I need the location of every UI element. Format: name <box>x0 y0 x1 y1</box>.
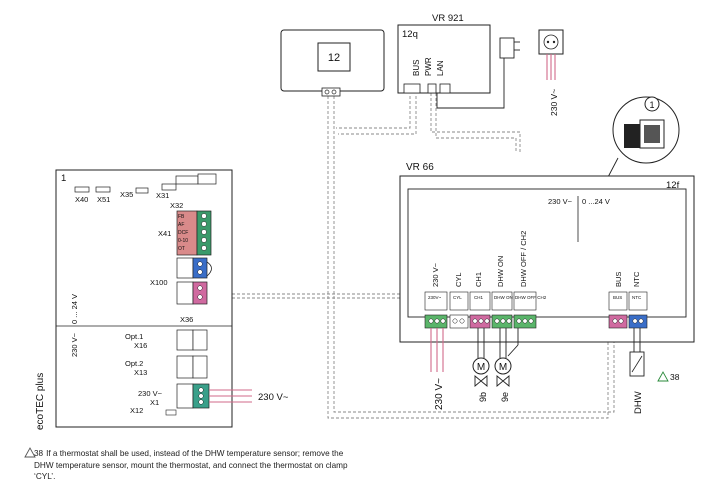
vr921-port-lan: LAN <box>436 60 445 76</box>
valve-9b-label: 9b <box>478 392 488 402</box>
vr66-small-dhw-off: DHW OFF CH2 <box>515 295 547 300</box>
conn-x40: X40 <box>75 195 88 204</box>
vr66-title: VR 66 <box>406 162 434 173</box>
footnote-number: 38 <box>34 449 44 458</box>
conn-x1: X1 <box>150 398 159 407</box>
motor-9e: M <box>499 362 507 373</box>
callout-number: 1 <box>649 100 654 110</box>
vr66-term-dhw-off: DHW OFF / CH2 <box>519 231 528 287</box>
x41-pin-010: 0-10 <box>178 238 188 244</box>
boiler-label-230v: 230 V~ <box>70 332 79 357</box>
vr66-small-ntc: NTC <box>632 295 642 300</box>
footnote-text: If a thermostat shall be used, instead o… <box>34 449 348 481</box>
vr66-code: 12f <box>666 180 680 191</box>
conn-x51: X51 <box>97 195 110 204</box>
x41-pin-ot: OT <box>178 246 185 252</box>
x41-pin-af: AF <box>178 222 184 228</box>
thermostat-unit: 12 <box>280 29 385 97</box>
x41-pin-fb: FB <box>178 214 185 220</box>
boiler-label-024v: 0 ... 24 V <box>70 294 79 324</box>
vr66-small-cyl: CYL <box>453 295 462 300</box>
ecotec-boiler: 1 ecoTEC plus X40 X51 X35 X31 X32 FB AF … <box>35 169 252 430</box>
conn-x41: X41 <box>158 229 171 238</box>
conn-x16: X16 <box>134 341 147 350</box>
vr66-small-bus: BUS <box>613 295 622 300</box>
vr66-small-230v: 230V~ <box>428 295 442 300</box>
conn-x36: X36 <box>180 315 193 324</box>
conn-x31: X31 <box>156 191 169 200</box>
vr66-term-bus: BUS <box>614 272 623 287</box>
opt2-label: Opt.2 <box>125 359 143 368</box>
bus-wires <box>212 93 615 419</box>
socket-voltage: 230 V~ <box>549 89 559 116</box>
valve-9e-label: 9e <box>500 392 510 402</box>
footnote-warning-icon <box>24 447 36 458</box>
dhw-sensor: DHW <box>629 328 645 414</box>
vr66-section-230v: 230 V~ <box>548 197 573 206</box>
conn-x100: X100 <box>150 278 168 287</box>
vr921-code: 12q <box>402 29 418 40</box>
vr921-port-bus: BUS <box>412 60 421 76</box>
boiler-supply-label: 230 V~ <box>138 389 163 398</box>
x41-pin-dcf: DCF <box>178 230 188 236</box>
vr921-gateway: VR 921 12q BUS PWR LAN <box>397 13 491 94</box>
vr921-title: VR 921 <box>432 13 464 24</box>
vr66-supply-voltage: 230 V~ <box>434 378 445 410</box>
thermostat-label: 12 <box>328 52 340 64</box>
valve-9b: M 9b <box>472 328 490 402</box>
vr66-small-ch1: CH1 <box>474 295 483 300</box>
boiler-number: 1 <box>61 173 66 184</box>
power-adapter <box>436 37 520 109</box>
conn-x12: X12 <box>130 406 143 415</box>
vr66-small-dhw-on: DHW ON <box>494 295 513 300</box>
vr66-module: VR 66 12f 230 V~ 0 ...24 V 230 V~ CYL CH… <box>399 162 695 343</box>
conn-x35: X35 <box>120 190 133 199</box>
vr921-port-pwr: PWR <box>424 57 433 76</box>
dhw-label: DHW <box>633 391 644 414</box>
vr66-term-ntc: NTC <box>632 271 641 287</box>
vr66-section-024v: 0 ...24 V <box>582 197 610 206</box>
vr66-term-230v: 230 V~ <box>431 262 440 287</box>
vr66-term-cyl: CYL <box>454 272 463 287</box>
warning-ref-number: 38 <box>670 372 680 382</box>
vr66-term-ch1: CH1 <box>474 272 483 287</box>
boiler-mains-voltage: 230 V~ <box>258 392 289 403</box>
conn-x32: X32 <box>170 201 183 210</box>
warning-ref: 38 <box>657 371 680 382</box>
callout-knob: 1 <box>595 96 680 201</box>
valve-9e: M 9e <box>494 328 519 402</box>
vr66-term-dhw-on: DHW ON <box>496 256 505 287</box>
motor-9b: M <box>477 362 485 373</box>
opt1-label: Opt.1 <box>125 332 143 341</box>
wall-socket: 230 V~ <box>538 29 564 116</box>
conn-x13: X13 <box>134 368 147 377</box>
boiler-name: ecoTEC plus <box>35 373 46 430</box>
